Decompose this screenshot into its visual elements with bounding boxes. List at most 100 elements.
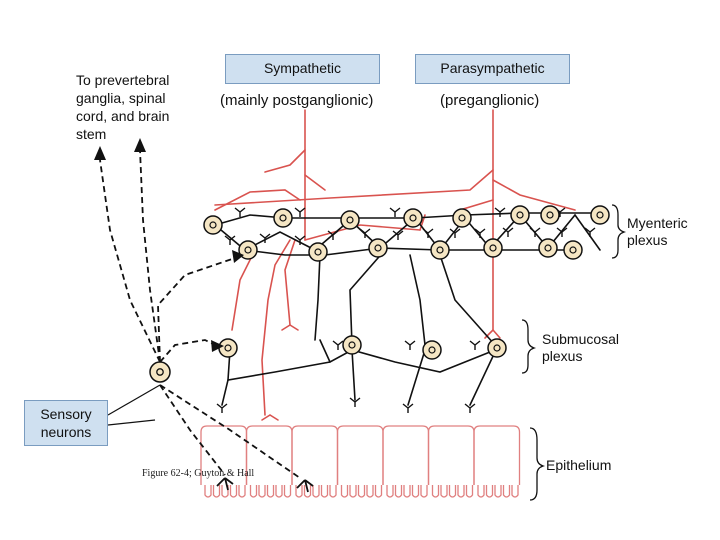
sympathetic-branch [261,414,279,421]
sympathetic-label: Sympathetic [263,60,342,76]
neuron-cell-body [238,240,258,260]
neuron-cell-body [510,205,530,225]
sensory-path-myenteric [157,257,236,363]
synapse-terminal [234,207,246,217]
synapse-terminal [556,227,568,237]
synapse-terminal [294,207,306,217]
brackets [521,204,627,501]
neuron-cell-body [403,208,423,228]
sensory-pathways [99,149,314,493]
synapse-terminal [469,340,481,350]
neuron-cell-body [538,238,558,258]
parasympathetic-branch [214,169,494,206]
sympathetic-branch [261,239,291,416]
synapse-terminal [584,227,596,237]
epithelial-cell [427,425,475,498]
parasympathetic-subtitle: (preganglionic) [440,92,540,109]
neuron-cell-body [430,240,450,260]
synapse-terminal [327,230,339,240]
neuron-cell-body [487,338,507,358]
synapse-terminal [494,207,506,217]
bracket-submucosal [521,319,537,374]
synapse-terminal [404,340,416,350]
myenteric-label-line-1: Myenteric [627,215,688,231]
myenteric-label-line-2: plexus [627,232,668,248]
neuron-cell-body [342,335,362,355]
neuron-cell-body [540,205,560,225]
autonomic-fibers [214,109,576,421]
neuron-cell-body [273,208,293,228]
arrowhead [232,250,244,263]
neuron-cell-body [452,208,472,228]
synapse-terminal [392,230,404,240]
synapse-terminal [502,227,514,237]
epithelium-label: Epithelium [546,457,612,473]
submucosal-label-line-2: plexus [542,348,583,364]
synapse-terminal [216,403,228,413]
synapse-terminal [422,228,434,238]
parasympathetic-branch [492,179,576,211]
left-note-line-2: ganglia, spinal [76,90,166,106]
neuron-cell-body [483,238,503,258]
arrowhead [94,146,106,160]
figure-caption: Figure 62-4; Guyton & Hall [142,468,255,479]
synapse-terminal [389,207,401,217]
sensory-neuron [149,361,171,383]
sensory-box-line-1: Sensory [40,406,92,422]
arrowhead [134,138,146,152]
sensory-ending [216,477,234,491]
neuron-cell-body [218,338,238,358]
bracket-epithelium [529,427,546,501]
bracket-myenteric [611,204,627,259]
sensory-arrowheads [94,138,244,352]
sensory-box-line-2: neurons [40,424,92,440]
neuron-cell-body [203,215,223,235]
synapse-terminal [529,227,541,237]
epithelium-cells [200,425,521,498]
synapse-terminal [359,228,371,238]
sympathetic-branch [304,174,326,191]
neuron-cell-body [308,242,328,262]
neuron-cell-body [422,340,442,360]
sympathetic-branch [264,149,306,173]
sensory-path-to-brain-2 [139,149,161,363]
epithelial-cell [473,425,521,498]
sensory-pointer-lines [107,384,161,426]
synapse-terminal [294,235,306,245]
synapse-terminal [224,235,236,245]
neuron-cell-body [590,205,610,225]
left-note-line-3: cord, and brain [76,108,170,124]
submucosal-label-line-1: Submucosal [542,331,620,347]
arrowhead [211,340,224,352]
synapse-terminal [332,340,344,350]
left-note-line-1: To prevertebral [76,72,170,88]
parasympathetic-label: Parasympathetic [440,60,545,76]
sympathetic-branch [281,324,299,331]
sympathetic-box: Sympathetic [225,54,380,84]
epithelial-cell [336,425,384,498]
sensory-path-epithelium-1 [159,384,226,476]
sympathetic-branch [231,249,256,331]
sensory-ending [296,479,314,493]
sensory-path-epithelium-2 [159,384,301,479]
sympathetic-branch [284,239,296,326]
sympathetic-subtitle: (mainly postganglionic) [220,92,374,109]
sensory-path-submucosal [159,339,216,363]
synapse-terminal [349,397,361,407]
neuron-cell-body [368,238,388,258]
sympathetic-branch [214,189,301,211]
epithelial-cell [382,425,430,498]
synapse-terminals [216,207,596,413]
parasympathetic-box: Parasympathetic [415,54,570,84]
sensory-path-to-brain-1 [99,159,161,363]
synapse-terminal [402,403,414,413]
parasympathetic-branch [484,329,501,339]
neuron-bodies [203,205,610,360]
sympathetic-branch [304,224,421,241]
neuron-cell-body [340,210,360,230]
synapse-terminal [464,403,476,413]
neuron-cell-body [563,240,583,260]
epithelial-cell [245,425,293,498]
left-note-line-4: stem [76,126,107,142]
